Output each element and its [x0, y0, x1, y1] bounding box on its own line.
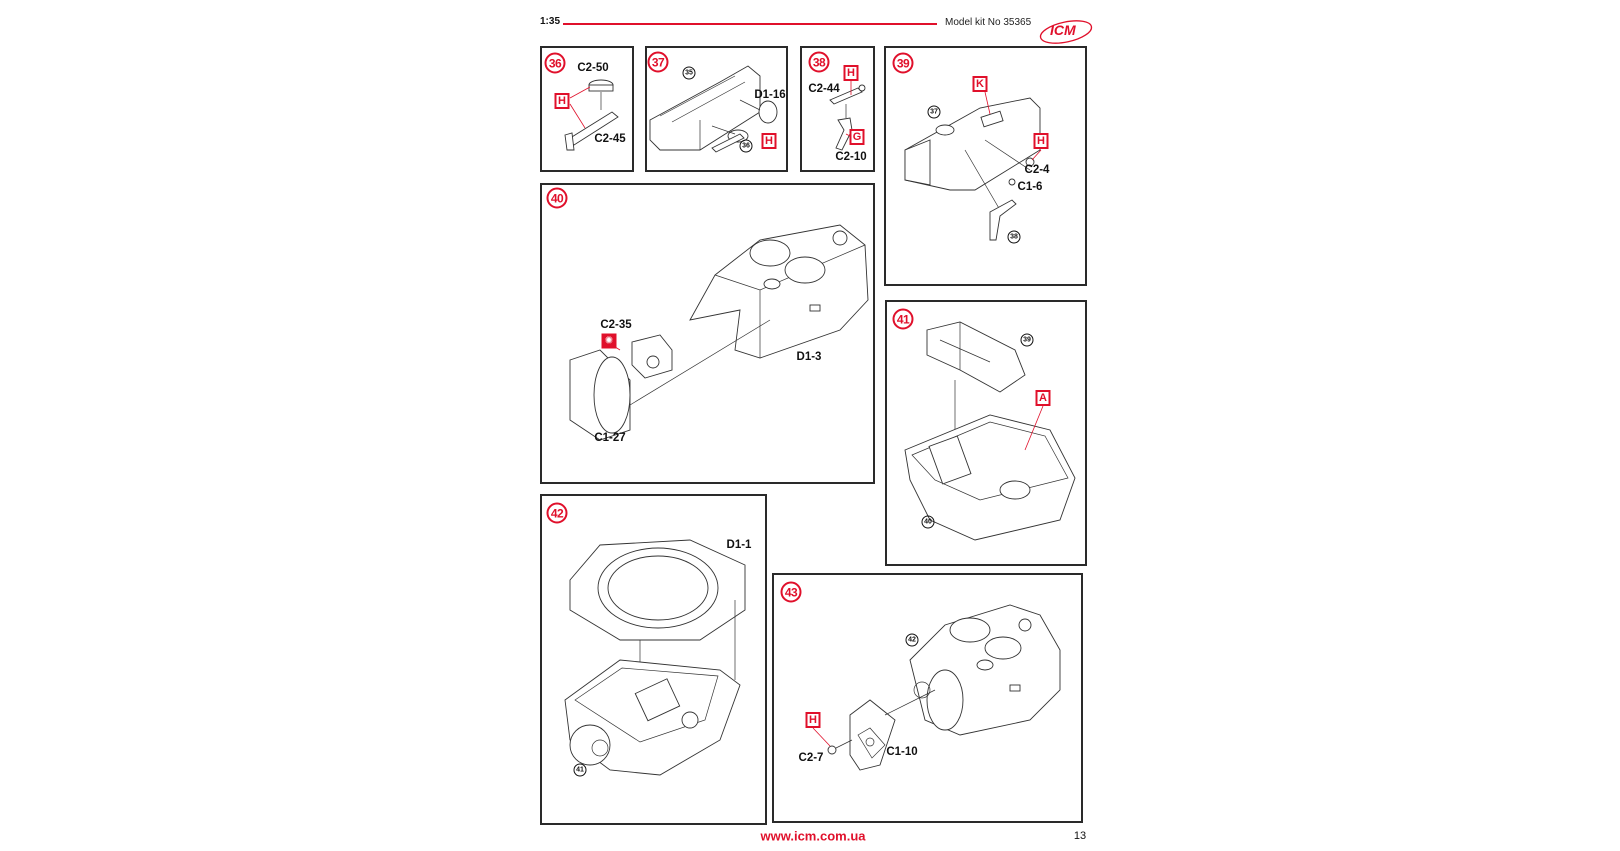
step39-drawing [904, 91, 1042, 241]
step-reference: 42 [905, 633, 919, 647]
part-label: D1-3 [796, 351, 822, 363]
step-36-panel [540, 46, 634, 172]
part-label: D1-16 [754, 89, 786, 101]
step42-drawing [564, 539, 746, 776]
website-link[interactable]: www.icm.com.ua [760, 828, 866, 844]
part-label: C2-45 [594, 133, 626, 145]
svg-text:ICM: ICM [1050, 22, 1076, 38]
color-marker: H [843, 65, 859, 81]
part-label: C1-27 [594, 432, 626, 444]
step-number: 41 [892, 308, 914, 330]
light-decal-icon: ✺ [601, 333, 617, 349]
step-number: 37 [647, 51, 669, 73]
step-38-panel [800, 46, 875, 172]
step-reference: 37 [927, 105, 941, 119]
step38-drawing [829, 80, 866, 151]
step-reference: 39 [1020, 333, 1034, 347]
part-label: C2-35 [600, 319, 632, 331]
step36-drawing [564, 79, 619, 151]
part-label: C1-6 [1017, 181, 1043, 193]
color-marker: K [972, 76, 988, 92]
step40-drawing [569, 224, 869, 441]
step-43-panel [772, 573, 1083, 823]
scale-label: 1:35 [540, 16, 561, 27]
step41-drawing [904, 321, 1076, 541]
step-37-panel [645, 46, 788, 172]
icm-logo: ICM [1039, 20, 1093, 44]
color-marker: H [805, 712, 821, 728]
step-number: 40 [546, 187, 568, 209]
part-label: C2-44 [808, 83, 840, 95]
header-rule [563, 23, 937, 25]
color-marker: G [849, 129, 865, 145]
step-reference: 38 [1007, 230, 1021, 244]
step-reference: 35 [682, 66, 696, 80]
color-marker: A [1035, 390, 1051, 406]
step-reference: 40 [921, 515, 935, 529]
step37-drawing [649, 65, 778, 153]
kit-number: Model kit No 35365 [945, 17, 1032, 28]
step-number: 36 [544, 52, 566, 74]
part-label: C1-10 [886, 746, 918, 758]
part-label: C2-7 [798, 752, 824, 764]
step-40-panel [540, 183, 875, 484]
step-reference: 41 [573, 763, 587, 777]
step-number: 42 [546, 502, 568, 524]
step-number: 38 [808, 51, 830, 73]
color-marker: H [761, 133, 777, 149]
step-number: 39 [892, 52, 914, 74]
color-marker: H [1033, 133, 1049, 149]
step43-drawing [812, 604, 1061, 771]
color-marker: H [554, 93, 570, 109]
step-reference: 36 [739, 139, 753, 153]
page-number: 13 [1073, 830, 1087, 842]
part-label: D1-1 [726, 539, 752, 551]
step-41-panel [885, 300, 1087, 566]
step-42-panel [540, 494, 767, 825]
part-label: C2-50 [577, 62, 609, 74]
step-number: 43 [780, 581, 802, 603]
part-label: C2-10 [835, 151, 867, 163]
step-39-panel [884, 46, 1087, 286]
part-label: C2-4 [1024, 164, 1050, 176]
